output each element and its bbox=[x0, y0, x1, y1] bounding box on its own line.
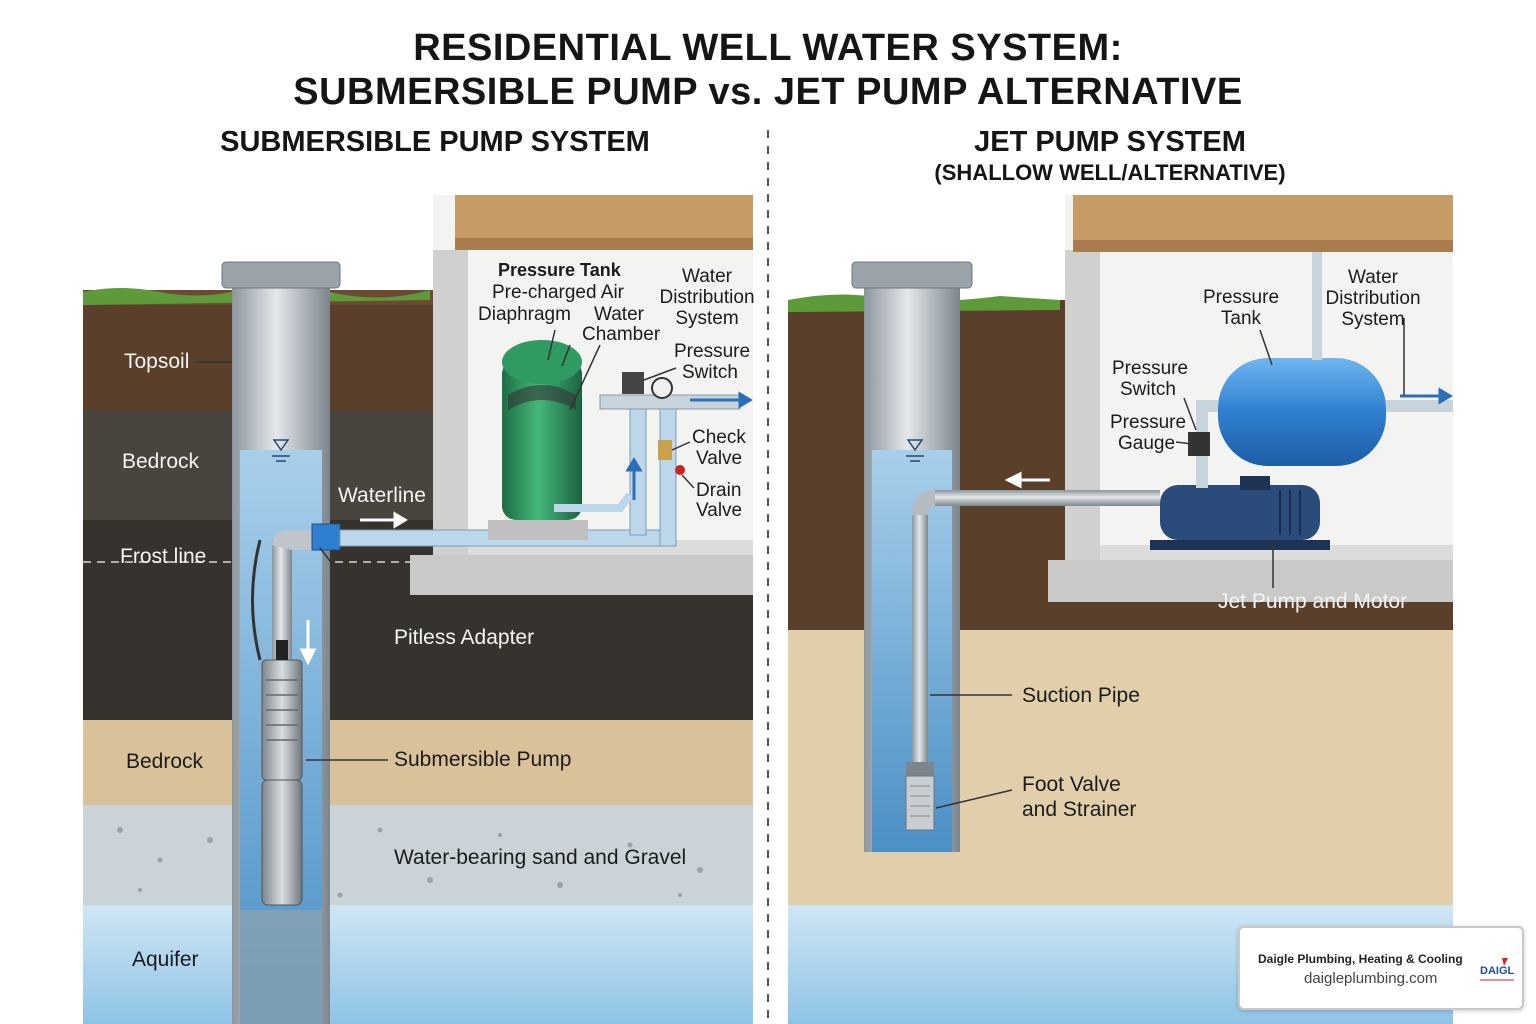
label-right-distribution-1: Water bbox=[1348, 267, 1398, 288]
label-jet-pump: Jet Pump and Motor bbox=[1218, 590, 1408, 613]
company-website[interactable]: daigleplumbing.com bbox=[1304, 970, 1438, 987]
label-foot-valve-1: Foot Valve bbox=[1022, 773, 1121, 796]
label-aquifer: Aquifer bbox=[132, 948, 199, 971]
label-check-valve-2: Valve bbox=[696, 448, 743, 469]
label-left-pressure-switch-2: Switch bbox=[682, 362, 738, 383]
label-topsoil: Topsoil bbox=[124, 350, 190, 373]
label-pressure-gauge-1: Pressure bbox=[1110, 412, 1187, 433]
label-left-distribution-3: System bbox=[675, 308, 739, 329]
left-leader-lines bbox=[196, 329, 695, 761]
blue-pressure-tank-shape bbox=[1188, 252, 1453, 488]
label-water-chamber-2: Chamber bbox=[582, 324, 661, 345]
label-right-pressure-tank-1: Pressure bbox=[1202, 287, 1280, 308]
svg-text:DAIGLE: DAIGLE bbox=[1480, 965, 1514, 977]
left-panel-heading: SUBMERSIBLE PUMP SYSTEM bbox=[220, 126, 650, 158]
right-panel-heading: JET PUMP SYSTEM bbox=[974, 126, 1246, 158]
green-pressure-tank-shape bbox=[488, 340, 634, 540]
branding-card[interactable]: Daigle Plumbing, Heating & Cooling daigl… bbox=[1238, 926, 1524, 1010]
jet-pump-shape bbox=[1150, 476, 1330, 550]
label-bedrock-upper: Bedrock bbox=[122, 450, 200, 473]
label-waterline: Waterline bbox=[338, 484, 426, 507]
left-valves bbox=[622, 372, 685, 475]
label-left-distribution-1: Water bbox=[682, 266, 732, 287]
label-foot-valve-2: and Strainer bbox=[1022, 798, 1137, 821]
label-right-pressure-switch-2: Switch bbox=[1120, 379, 1176, 400]
label-sand-gravel: Water-bearing sand and Gravel bbox=[394, 846, 687, 869]
suction-pipe-shape bbox=[905, 490, 1160, 831]
label-drain-valve-1: Drain bbox=[696, 480, 742, 501]
main-title-line2: SUBMERSIBLE PUMP vs. JET PUMP ALTERNATIV… bbox=[293, 71, 1243, 113]
label-check-valve-1: Check bbox=[692, 427, 746, 448]
right-panel-subheading: (SHALLOW WELL/ALTERNATIVE) bbox=[934, 160, 1286, 185]
label-submersible-pump: Submersible Pump bbox=[394, 748, 572, 771]
left-house bbox=[410, 195, 753, 595]
label-bedrock-lower: Bedrock bbox=[126, 750, 204, 773]
label-pressure-gauge-2: Gauge bbox=[1118, 433, 1176, 454]
right-leader-lines bbox=[930, 318, 1405, 809]
label-right-distribution-3: System bbox=[1341, 309, 1405, 330]
label-precharged-air-1: Pre-charged Air bbox=[492, 282, 625, 303]
label-right-pressure-tank-2: Tank bbox=[1220, 308, 1262, 329]
left-flow-arrows bbox=[625, 391, 753, 500]
label-right-distribution-2: Distribution bbox=[1325, 288, 1421, 309]
label-right-pressure-switch-1: Pressure bbox=[1112, 358, 1189, 379]
company-name: Daigle Plumbing, Heating & Cooling bbox=[1258, 952, 1463, 966]
label-pitless-adapter: Pitless Adapter bbox=[394, 626, 535, 649]
label-frost-line: Frost line bbox=[120, 545, 207, 568]
submersible-pump-shape bbox=[261, 640, 303, 906]
right-flow-arrows bbox=[1004, 387, 1453, 489]
label-left-distribution-2: Distribution bbox=[659, 287, 755, 308]
left-white-arrows bbox=[299, 511, 408, 666]
daigle-logo-icon: DAIGLE bbox=[1480, 958, 1514, 981]
label-suction-pipe: Suction Pipe bbox=[1022, 684, 1140, 707]
label-left-pressure-switch-1: Pressure bbox=[674, 341, 751, 362]
label-water-chamber-1: Water bbox=[594, 304, 644, 325]
label-precharged-air-2: Diaphragm bbox=[478, 304, 571, 325]
label-pressure-tank-green: Pressure Tank bbox=[498, 260, 621, 280]
main-title-line1: RESIDENTIAL WELL WATER SYSTEM: bbox=[413, 27, 1123, 69]
label-drain-valve-2: Valve bbox=[696, 500, 743, 521]
